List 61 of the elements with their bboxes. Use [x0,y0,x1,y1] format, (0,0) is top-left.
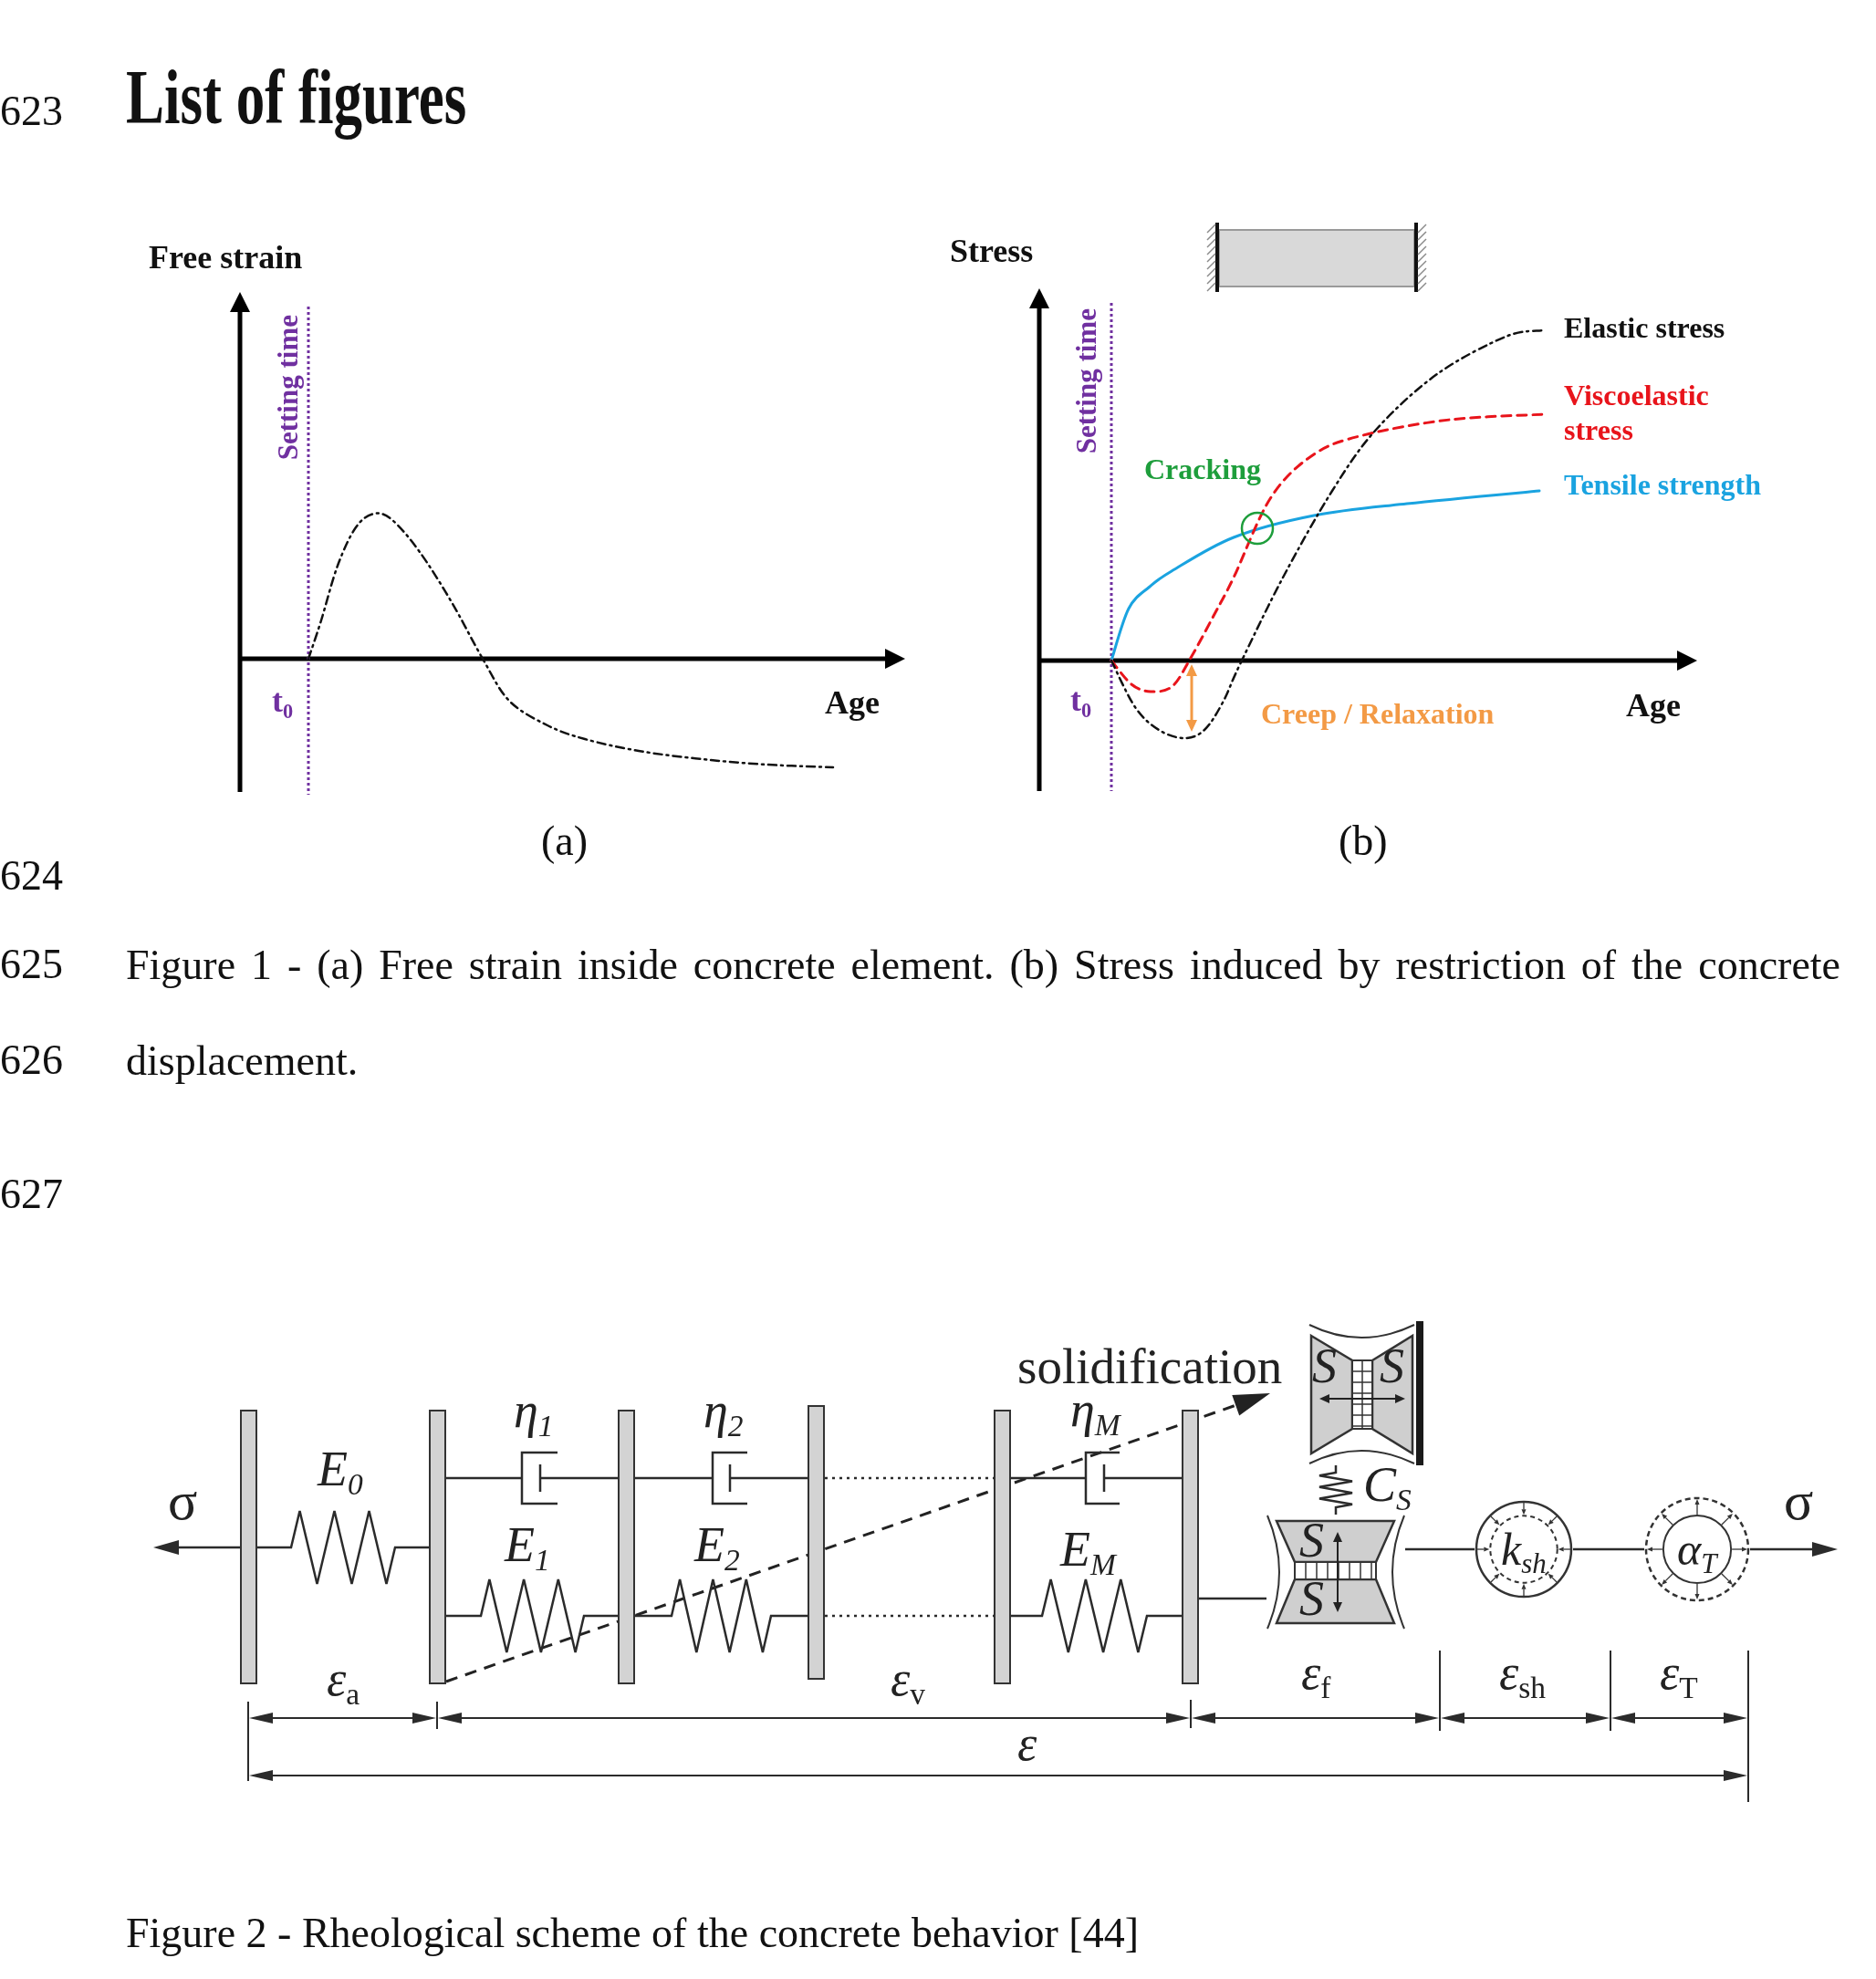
line-number: 623 [0,88,63,136]
line-number: 625 [0,941,63,989]
stress-label: σ [168,1474,198,1528]
symbol-label: α$_{T}$ [1677,1526,1717,1572]
spring-symbol [446,1578,618,1654]
line-number: 627 [0,1171,63,1219]
symbol-label: k$_{sh}$ [1501,1526,1547,1572]
strain-label: ε$_{f}$ [1301,1648,1331,1697]
rigid-plate [240,1410,257,1684]
axis-title: Age [1626,687,1681,725]
edge-label: C$_{S}$ [1363,1460,1412,1509]
figure-caption: Figure 2 - Rheological scheme of the concrete behavior [44] [126,1909,1139,1958]
rigid-plate [618,1410,635,1684]
symbol-label: S [1299,1574,1324,1623]
line-number: 626 [0,1036,63,1085]
time-label: t$_{0}$ [1070,682,1092,720]
stress-label: σ [1784,1474,1814,1528]
rigid-plate [808,1405,825,1680]
strain-label: ε$_{T}$ [1660,1648,1698,1697]
edge-label: E$_{2}$ [694,1520,740,1569]
edge-label: E$_{0}$ [318,1444,363,1494]
annotation-label: Cracking [1144,453,1261,486]
spring-symbol [1318,1465,1354,1515]
panel-label: (b) [1339,818,1388,866]
edge-label: E$_{M}$ [1060,1525,1116,1574]
spring-symbol [635,1578,808,1654]
curve-label: Viscoelastic stress [1564,378,1710,448]
axis-title: Stress [950,233,1034,271]
symbol-label: S [1312,1341,1337,1391]
circle-symbol [1644,1496,1750,1602]
symbol-label: S [1380,1341,1404,1391]
symbol-label: S [1299,1515,1324,1565]
connector-line [1405,1547,1475,1551]
time-label: t$_{0}$ [272,682,294,721]
strain-label: ε$_{v}$ [891,1654,925,1703]
panel-label: (a) [541,818,589,866]
circle-symbol [1475,1500,1573,1599]
strain-label: ε$_{a}$ [327,1654,360,1703]
axis-title: Free strain [149,239,303,277]
spring-symbol [1011,1578,1182,1654]
strain-label: ε [1017,1719,1037,1768]
setting-time-label: Setting time [272,315,305,461]
curve-label: Tensile strength [1564,468,1762,502]
strain-label: ε$_{sh}$ [1499,1648,1547,1697]
curve-label: Elastic stress [1564,311,1725,345]
figure-caption: Figure 1 - (a) Free strain inside concrete element. (b) Stress induced by restriction of the concrete displacement. [126,941,1840,1086]
connector-line [1199,1597,1266,1600]
page-heading: List of figures [126,54,467,141]
axis-title: Age [825,684,880,723]
edge-label: E$_{1}$ [505,1520,550,1569]
annotation-label: Creep / Relaxation [1261,697,1495,731]
slip-element [1308,1321,1423,1465]
setting-time-label: Setting time [1070,308,1103,454]
annotation-label: solidification [1017,1341,1283,1391]
rigid-plate [429,1410,446,1684]
rigid-plate [1182,1410,1199,1684]
rigid-plate [994,1410,1011,1684]
slip-element [1266,1515,1405,1630]
spring-symbol [257,1509,429,1586]
line-number: 624 [0,852,63,901]
connector-line [1573,1547,1644,1551]
